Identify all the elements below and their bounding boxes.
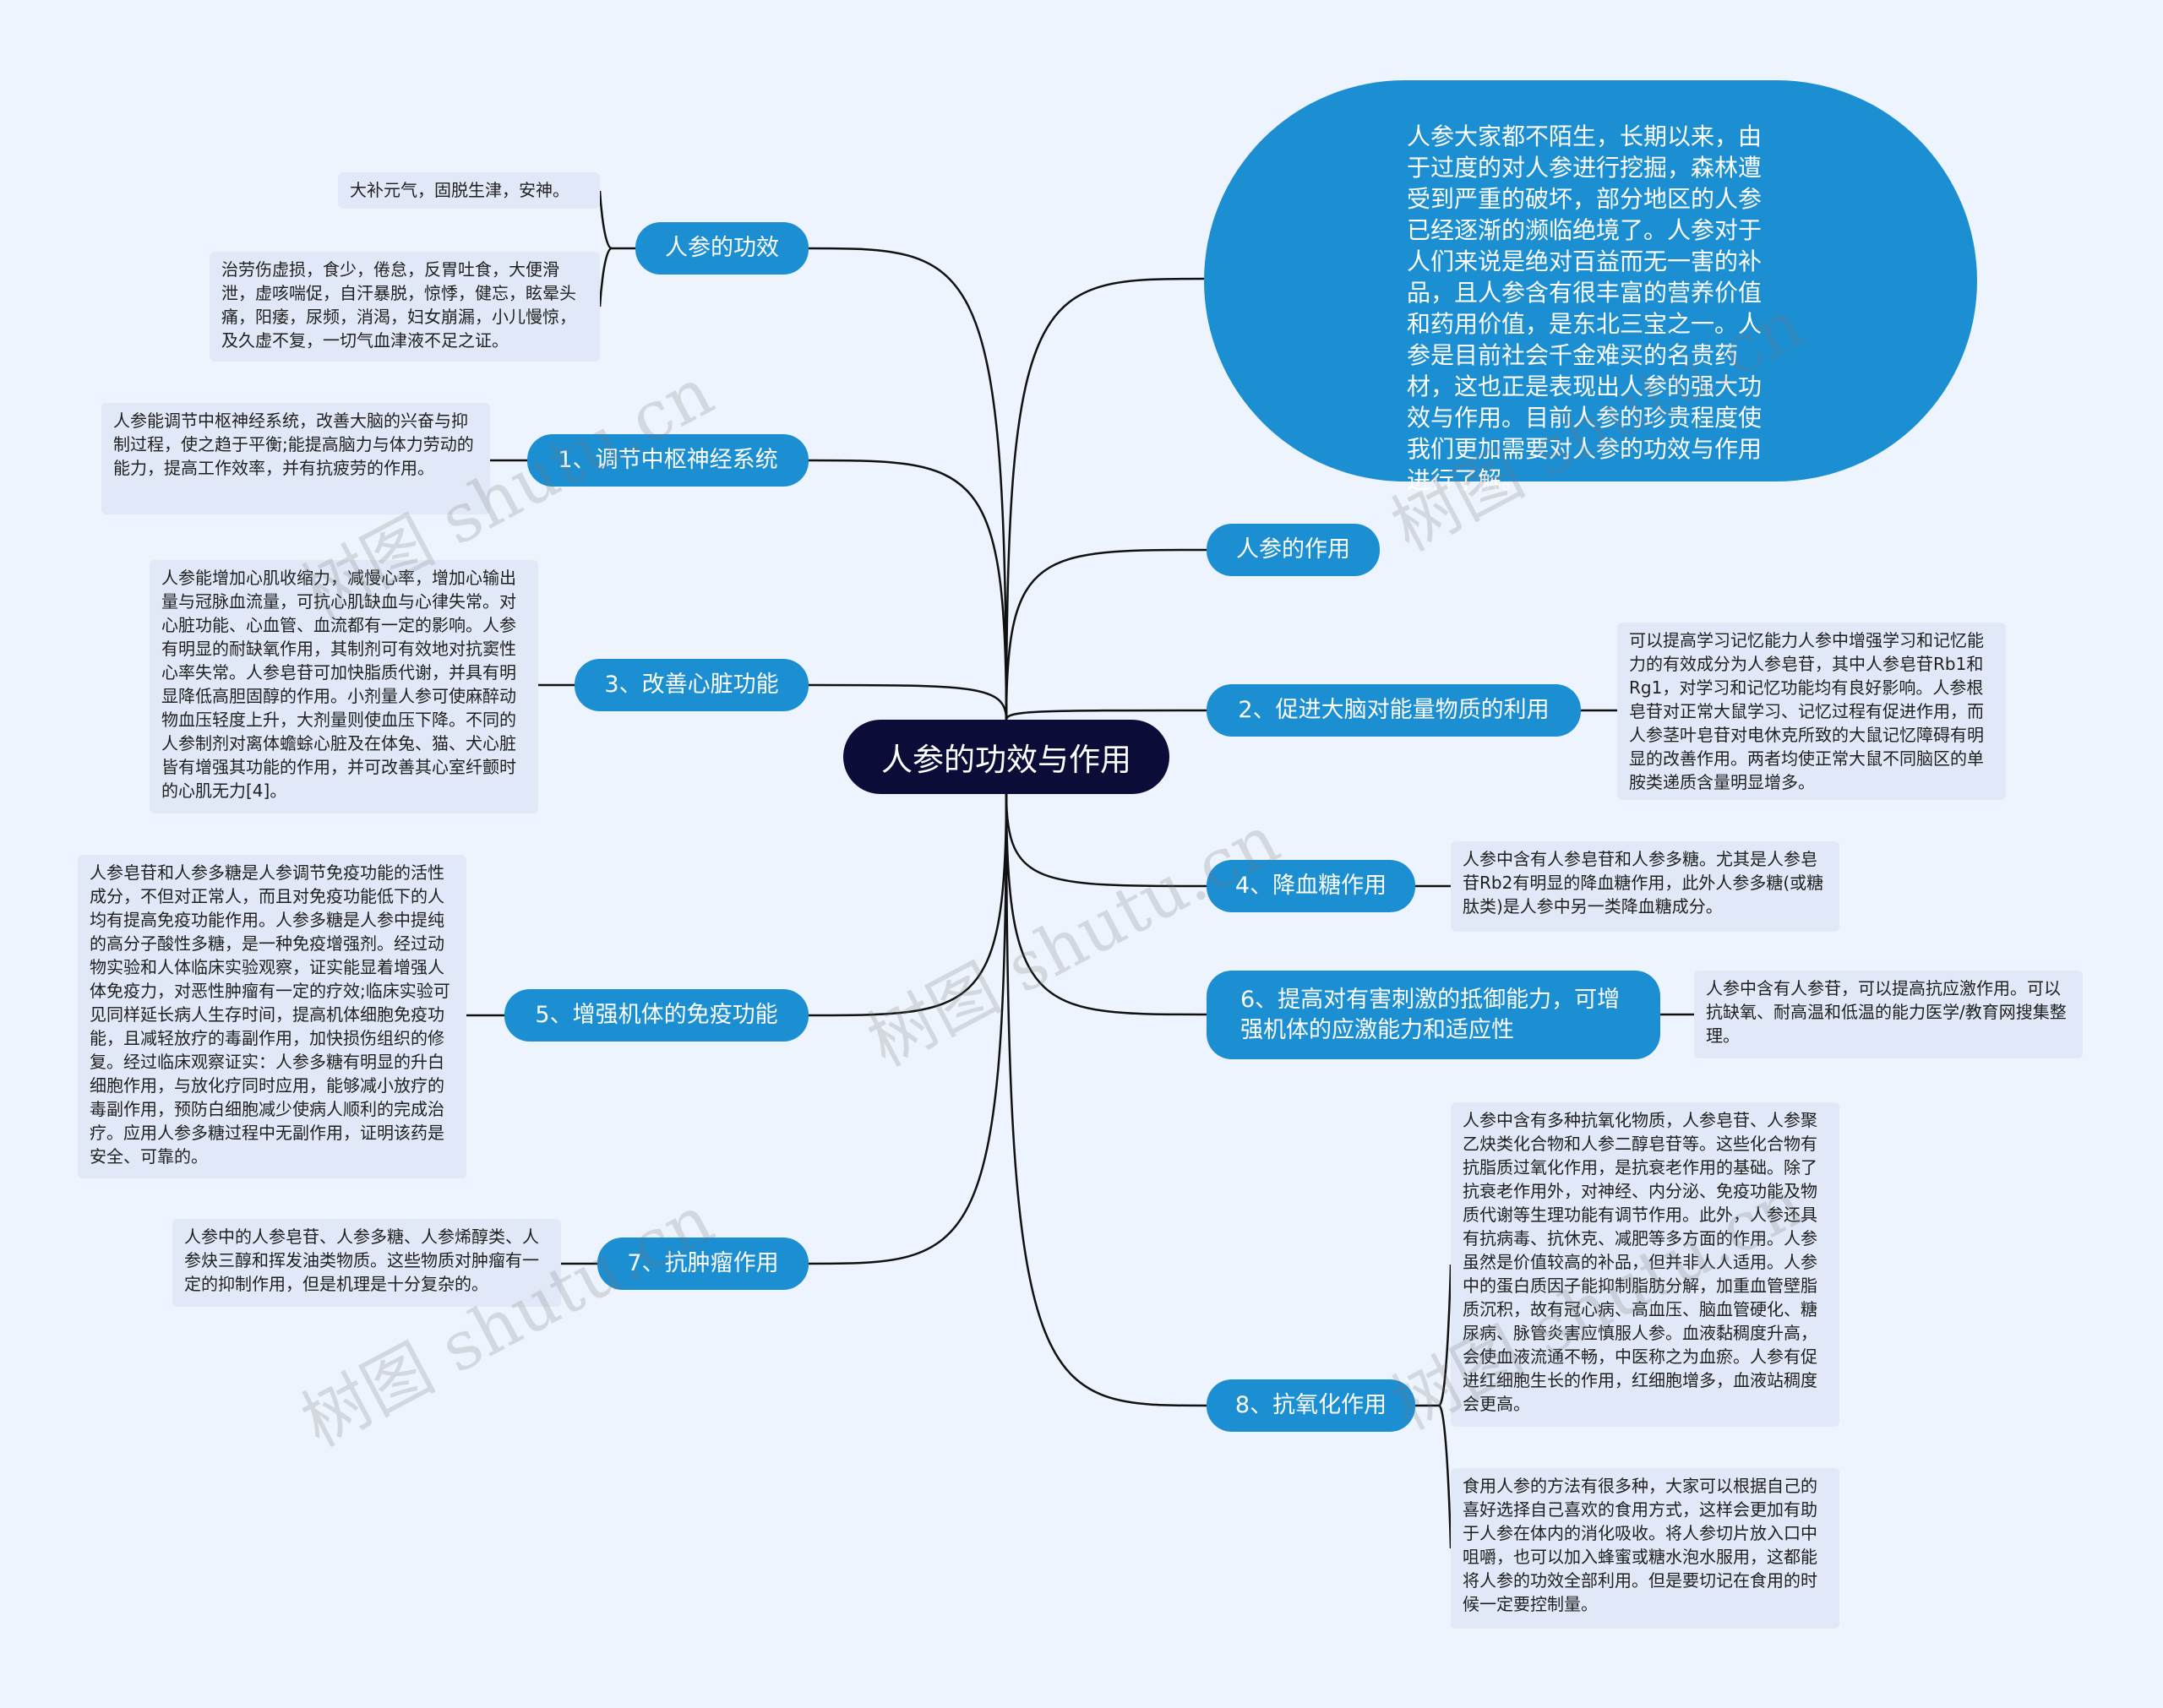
topic-6-stress-resistance[interactable]: 6、提高对有害刺激的抵御能力，可增强机体的应激能力和适应性 bbox=[1207, 971, 1660, 1059]
leaf-nervous-system: 人参能调节中枢神经系统，改善大脑的兴奋与抑制过程，使之趋于平衡;能提高脑力与体力… bbox=[101, 403, 490, 514]
topic-ginseng-function[interactable]: 人参的作用 bbox=[1207, 524, 1380, 576]
link-root-heart bbox=[808, 683, 1008, 721]
leaf-efficacy-2: 治劳伤虚损，食少，倦怠，反胃吐食，大便滑泄，虚咳喘促，自汗暴脱，惊悸，健忘，眩晕… bbox=[210, 252, 600, 362]
leaf-immune-function: 人参皂苷和人参多糖是人参调节免疫功能的活性成分，不但对正常人，而且对免疫功能低下… bbox=[78, 855, 466, 1178]
topic-1-nervous-system[interactable]: 1、调节中枢神经系统 bbox=[527, 434, 809, 487]
topic-2-brain-energy[interactable]: 2、促进大脑对能量物质的利用 bbox=[1207, 684, 1581, 737]
link-root-intro bbox=[1005, 277, 1205, 721]
leaf-brain-energy: 可以提高学习记忆能力人参中增强学习和记忆能力的有效成分为人参皂苷，其中人参皂苷R… bbox=[1617, 623, 2006, 800]
link-root-immune bbox=[808, 793, 1008, 1017]
link-root-nervous bbox=[808, 459, 1008, 721]
link-root-sugar bbox=[1005, 793, 1207, 888]
topic-5-immune-function[interactable]: 5、增强机体的免疫功能 bbox=[504, 989, 809, 1042]
topic-3-heart-function[interactable]: 3、改善心脏功能 bbox=[575, 659, 809, 711]
leaf-efficacy-1: 大补元气，固脱生津，安神。 bbox=[338, 172, 600, 209]
link-root-efficacy bbox=[808, 247, 1008, 721]
leaf-heart-function: 人参能增加心肌收缩力，减慢心率，增加心输出量与冠脉血流量，可抗心肌缺血与心律失常… bbox=[150, 560, 538, 813]
link-efficacy-leaf-0 bbox=[598, 190, 613, 250]
link-root-tumor bbox=[808, 793, 1008, 1265]
link-root-antioxidant bbox=[1005, 793, 1207, 1407]
leaf-antioxidant-2: 食用人参的方法有很多种，大家可以根据自己的喜好选择自己喜欢的食用方式，这样会更加… bbox=[1451, 1468, 1839, 1629]
leaf-antioxidant-1: 人参中含有多种抗氧化物质，人参皂苷、人参聚乙炔类化合物和人参二醇皂苷等。这些化合… bbox=[1451, 1102, 1839, 1427]
topic-ginseng-efficacy[interactable]: 人参的功效 bbox=[635, 222, 809, 275]
intro-bubble[interactable]: 人参大家都不陌生，长期以来，由于过度的对人参进行挖掘，森林遭受到严重的破坏，部分… bbox=[1204, 80, 1977, 494]
topic-8-antioxidant[interactable]: 8、抗氧化作用 bbox=[1207, 1379, 1415, 1432]
link-root-function bbox=[1005, 548, 1207, 721]
link-root-brain bbox=[1005, 709, 1207, 721]
link-antioxidant-leaf-1 bbox=[1437, 1404, 1452, 1549]
leaf-stress-resistance: 人参中含有人参苷，可以提高抗应激作用。可以抗缺氧、耐高温和低温的能力医学/教育网… bbox=[1694, 971, 2083, 1058]
link-root-stress bbox=[1005, 793, 1207, 1016]
link-efficacy-leaf-1 bbox=[598, 247, 613, 307]
link-antioxidant-leaf-0 bbox=[1437, 1264, 1452, 1407]
root-topic[interactable]: 人参的功效与作用 bbox=[843, 720, 1169, 794]
leaf-anti-tumor: 人参中的人参皂苷、人参多糖、人参烯醇类、人参炔三醇和挥发油类物质。这些物质对肿瘤… bbox=[172, 1219, 561, 1307]
topic-4-blood-sugar[interactable]: 4、降血糖作用 bbox=[1207, 860, 1415, 912]
leaf-blood-sugar: 人参中含有人参皂苷和人参多糖。尤其是人参皂苷Rb2有明显的降血糖作用，此外人参多… bbox=[1451, 841, 1839, 932]
topic-7-anti-tumor[interactable]: 7、抗肿瘤作用 bbox=[597, 1237, 809, 1290]
